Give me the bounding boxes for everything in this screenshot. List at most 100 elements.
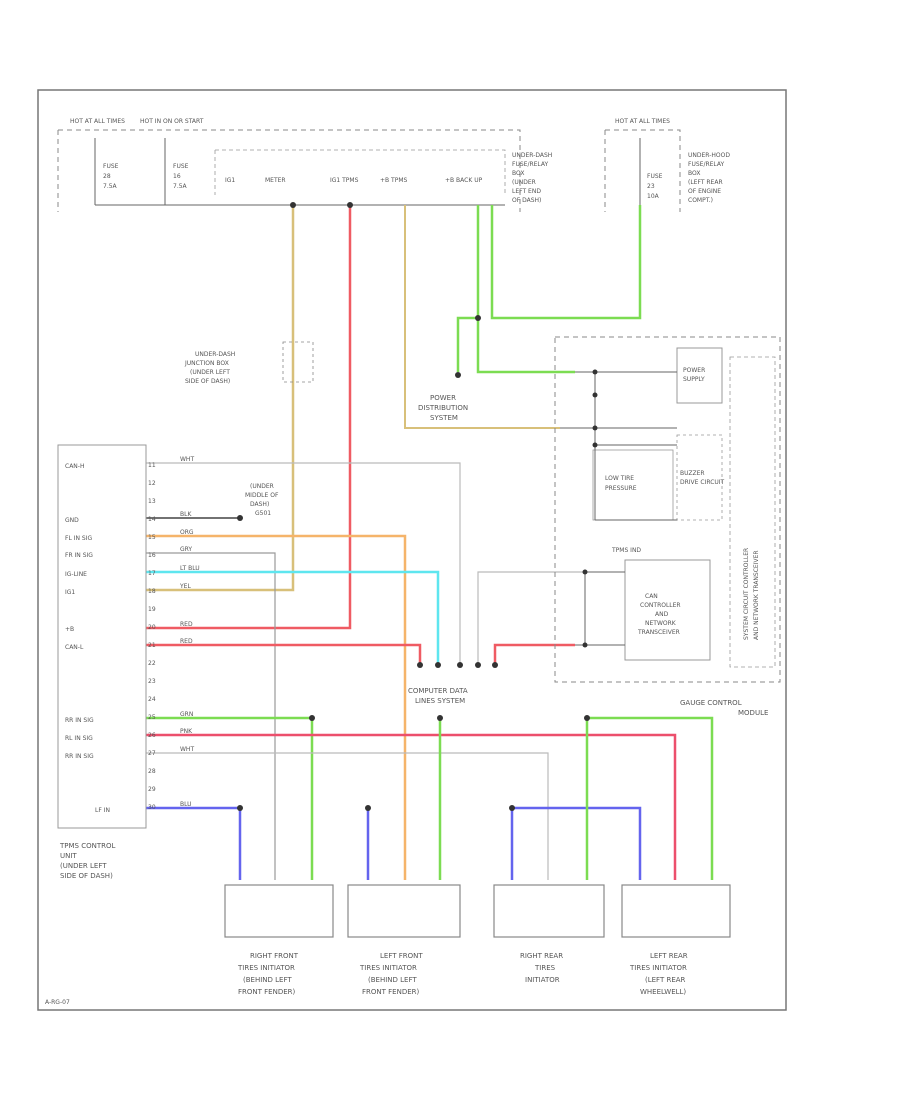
svg-text:INITIATOR: INITIATOR [525,976,560,984]
initiator-left-front: LEFT FRONT TIRES INITIATOR (BEHIND LEFT … [347,884,461,996]
uh-fuse-label-5: OF ENGINE [688,188,721,195]
wire-yellow-ig1 [145,205,295,592]
svg-text:FRONT FENDER): FRONT FENDER) [362,988,419,996]
fuse-box-dashed-border [57,129,521,212]
svg-text:17: 17 [148,570,156,577]
initiator-right-rear: RIGHT REAR TIRES INITIATOR [493,884,605,984]
svg-text:SUPPLY: SUPPLY [683,376,705,383]
gauge-control-module: POWER SUPPLY BUZZER DRIVE CIRCUIT LOW TI… [554,336,781,717]
uh-fuse-label-3: BOX [688,170,700,177]
svg-text:13: 13 [148,498,156,505]
fuse-28-label: FUSE [103,163,119,170]
pin-lf-in: LF IN [95,807,110,814]
tpms-label-1: TPMS CONTROL [59,842,115,850]
wire-red-b [145,205,352,630]
tpms-ind-label: TPMS IND [611,547,641,554]
diagram-frame [37,89,787,1011]
svg-text:WHT: WHT [180,456,194,463]
svg-text:AND: AND [655,611,669,618]
svg-text:NETWORK: NETWORK [645,620,677,627]
fuse-16-rating: 7.5A [173,183,188,190]
conn-label-ig1: IG1 [225,177,235,184]
svg-text:RIGHT FRONT: RIGHT FRONT [250,952,299,960]
fuse-28-number: 28 [103,173,111,180]
tpms-label-4: SIDE OF DASH) [60,872,113,880]
wire-green-backup-1 [456,205,480,372]
svg-text:18: 18 [148,588,156,595]
svg-text:FRONT FENDER): FRONT FENDER) [238,988,295,996]
wire-blue-lf [145,806,242,880]
splice-dots [237,202,590,811]
svg-text:YEL: YEL [179,583,191,590]
svg-text:LEFT REAR: LEFT REAR [650,952,688,960]
controller-label-2: AND NETWORK TRANSCEIVER [753,550,760,640]
wire-wht-rr2 [145,752,549,880]
svg-text:27: 27 [148,750,156,757]
svg-text:(BEHIND LEFT: (BEHIND LEFT [243,976,292,984]
power-dist-label-1: POWER [430,394,456,402]
svg-text:POWER: POWER [683,367,705,374]
svg-text:TIRES INITIATOR: TIRES INITIATOR [629,964,687,972]
svg-text:TIRES INITIATOR: TIRES INITIATOR [237,964,295,972]
initiator-right-front: RIGHT FRONT TIRES INITIATOR (BEHIND LEFT… [224,884,334,996]
junction-label-2: JUNCTION BOX [184,360,229,367]
pin-b: +B [65,626,74,633]
computer-data-label-1: COMPUTER DATA [408,687,468,695]
svg-text:24: 24 [148,696,156,703]
svg-text:22: 22 [148,660,156,667]
hot-label-2: HOT IN ON OR START [140,118,204,125]
svg-text:RED: RED [180,638,193,645]
svg-text:DRIVE CIRCUIT: DRIVE CIRCUIT [680,479,725,486]
underdash-junction-box: UNDER-DASH JUNCTION BOX (UNDER LEFT SIDE… [184,341,314,385]
pin-ig1: IG1 [65,589,75,596]
svg-text:RIGHT REAR: RIGHT REAR [520,952,563,960]
svg-text:TIRES INITIATOR: TIRES INITIATOR [359,964,417,972]
ground-label-4: G501 [255,510,271,517]
can-transceiver-box [624,559,711,661]
pin-canh: CAN-H [65,463,84,470]
ground-label-1: (UNDER [250,483,274,490]
svg-text:16: 16 [148,552,156,559]
junction-label-3: (UNDER LEFT [190,369,230,376]
wire-red-gauge [493,643,575,665]
wire-wht-gauge [477,571,585,665]
ud-fuse-label-4: (UNDER [512,179,536,186]
svg-text:RED: RED [180,621,193,628]
svg-text:25: 25 [148,714,156,721]
svg-text:LOW TIRE: LOW TIRE [605,475,634,482]
power-dist-label-2: DISTRIBUTION [418,404,468,412]
ud-fuse-label-1: UNDER-DASH [512,152,552,159]
wire-color-labels: WHT BLK ORG GRY LT BLU YEL RED RED GRN P… [179,456,200,808]
uh-fuse-label-1: UNDER-HOOD [688,152,730,159]
computer-data-label-2: LINES SYSTEM [415,697,465,705]
ud-fuse-label-5: LEFT END [512,188,541,195]
wire-gray-fr [145,552,276,880]
svg-text:LT BLU: LT BLU [180,565,200,572]
pin-rl-in-sig: RL IN SIG [65,735,93,742]
wire-blue-rr-link [512,806,642,880]
fuse-16-label: FUSE [173,163,189,170]
svg-text:WHT: WHT [180,746,194,753]
uh-fuse-label-4: (LEFT REAR [688,179,723,186]
svg-text:WHEELWELL): WHEELWELL) [640,988,686,996]
tpms-label-2: UNIT [60,852,77,860]
wire-wht-canh [145,462,461,665]
junction-label-4: SIDE OF DASH) [185,378,230,385]
svg-text:LEFT FRONT: LEFT FRONT [380,952,423,960]
svg-text:GRY: GRY [180,546,192,553]
initiator-left-rear: LEFT REAR TIRES INITIATOR (LEFT REAR WHE… [621,884,731,996]
underhood-fuse-box: HOT AT ALL TIMES FUSE 23 10A UNDER-HOOD … [604,118,730,212]
svg-text:19: 19 [148,606,156,613]
underdash-fuse-box: HOT AT ALL TIMES HOT IN ON OR START FUSE… [57,118,552,212]
pin-numbers: 11 12 13 14 15 16 17 18 19 20 21 22 23 2… [148,462,156,811]
conn-label-ig1-tpms: IG1 TPMS [330,177,359,184]
wire-orange-fl [145,534,407,880]
buzzer-box [676,434,723,521]
fuse-23-label: FUSE [647,173,663,180]
inner-dashed-border [214,149,506,195]
wire-yellow-meter [404,205,560,429]
wire-pink-rl [145,733,677,880]
svg-text:BLU: BLU [180,801,192,808]
svg-text:23: 23 [148,678,156,685]
svg-text:11: 11 [148,462,156,469]
